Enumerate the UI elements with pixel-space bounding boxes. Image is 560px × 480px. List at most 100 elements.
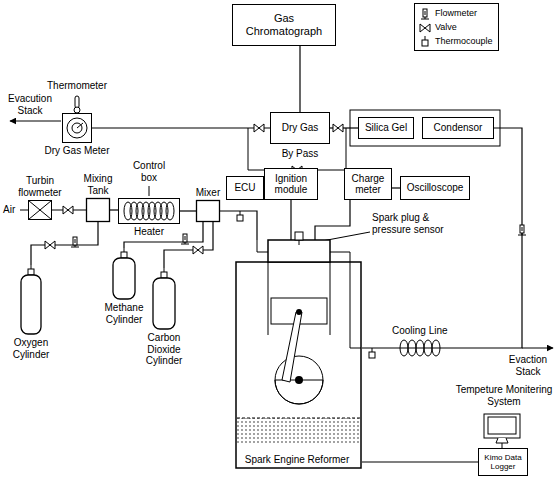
- heater-coil-box: Heater: [118, 198, 180, 224]
- monitor-stand: [496, 438, 508, 443]
- node-label: Ignition module: [268, 173, 314, 196]
- pipe-connector: [362, 128, 522, 348]
- cooling-coil: [416, 340, 424, 356]
- process-box: Ignition module: [264, 168, 318, 200]
- oil-sump: [237, 418, 360, 444]
- cylinder-body: [153, 278, 175, 329]
- mixing-tank: Mixing Tank: [86, 198, 110, 222]
- pipe-connector: [180, 210, 196, 211]
- legend-row: Flowmeter: [418, 6, 493, 20]
- node-label: Turbin flowmeter: [14, 175, 66, 198]
- meter-dial: [67, 118, 87, 138]
- gas-meter-outline: [62, 113, 92, 143]
- gas-cylinder-outline: [152, 268, 176, 330]
- engine-reformer: Spark Engine Reformer: [232, 240, 362, 470]
- turbine-flowmeter-outline: [28, 200, 52, 220]
- pipe-connector: [31, 222, 98, 265]
- process-box: Dry Gas: [270, 112, 330, 144]
- gas-cylinder: Oxygen Cylinder: [20, 265, 42, 335]
- meter-body: [63, 114, 92, 143]
- annotation-label: By Pass: [270, 148, 330, 160]
- annotation-label: Evaction Stack: [500, 354, 556, 377]
- thermocouple-symbol: [369, 348, 375, 358]
- cooling-coil: [400, 340, 408, 356]
- node-label: Carbon Dioxide Cylinder: [133, 332, 195, 367]
- process-box: Charge meter: [344, 168, 392, 200]
- engine-housing: [236, 262, 361, 468]
- valve-symbol: [193, 246, 203, 254]
- flowmeter-symbol: [181, 234, 189, 244]
- intake-pipe: [257, 240, 268, 252]
- cylinder-pipe: [31, 265, 32, 269]
- annotation-label: Air: [3, 204, 15, 216]
- pipe-connector: [315, 200, 350, 240]
- annotation-label: Thermometer: [45, 80, 109, 92]
- heater-coil-box-outline: [118, 198, 180, 224]
- valve-symbol: [254, 124, 264, 132]
- legend-text: Flowmeter: [435, 8, 477, 18]
- flowmeter-symbol: [518, 225, 526, 235]
- legend-symbol: [418, 22, 432, 34]
- exhaust-port: [350, 262, 361, 348]
- meter-dial-inner: [72, 123, 82, 133]
- node-label: Methane Cylinder: [99, 302, 149, 325]
- pipe-connector: [124, 222, 203, 248]
- gas-cylinder-outline: [20, 265, 42, 335]
- process-box: Gas Chromatograph: [232, 4, 336, 46]
- meter-needle: [77, 123, 83, 128]
- cylinder-valve: [161, 272, 167, 278]
- cooling-coil: [408, 340, 416, 356]
- annotation-label: Control box: [131, 160, 167, 183]
- legend-text: Thermocouple: [435, 36, 493, 46]
- cylinder-wall: [330, 262, 331, 335]
- leader-line: [149, 186, 150, 196]
- node-label: Dry Gas: [282, 122, 319, 134]
- node-label: Mixer: [196, 187, 220, 199]
- cylinder-body: [113, 258, 135, 299]
- exhaust-arrow: [10, 121, 61, 122]
- vessel-body: [197, 201, 220, 222]
- cylinder-valve: [121, 252, 127, 258]
- legend-symbol: [418, 36, 432, 48]
- valve-symbol: [45, 241, 55, 249]
- gas-cylinder-outline: [112, 248, 136, 300]
- turbine-flowmeter: Turbin flowmeter: [28, 200, 52, 220]
- air-inlet-line: [20, 210, 28, 211]
- annotation-label: Evacution Stack: [4, 93, 56, 116]
- legend-symbol: [422, 36, 428, 46]
- monitor-body: [484, 414, 520, 438]
- turbine-cross: [29, 201, 52, 220]
- connecting-rod: [282, 312, 302, 382]
- exhaust-pipe: [330, 252, 350, 262]
- spark-electrode: [299, 240, 300, 245]
- node-label: Mixing Tank: [78, 173, 118, 196]
- oil-level: [237, 418, 360, 419]
- cylinder-pipe: [124, 248, 125, 252]
- flowmeter-symbol: [71, 237, 79, 247]
- node-label: ECU: [234, 182, 255, 194]
- mixer-box-outline: [196, 200, 220, 222]
- node-label: Kimo Data Logger: [482, 453, 524, 471]
- valve-symbol: [63, 206, 73, 214]
- thermometer-symbol: [75, 96, 79, 108]
- vessel-body: [87, 199, 110, 222]
- gas-meter: Dry Gas Meter: [62, 113, 92, 143]
- exhaust-arrow: [522, 348, 553, 349]
- legend-box: FlowmeterValveThermocouple: [414, 3, 499, 51]
- engine-reformer-outline: [232, 240, 362, 470]
- cylinder-valve: [28, 269, 34, 275]
- crank-pin: [295, 376, 303, 384]
- pipe-connector: [220, 211, 257, 240]
- thermocouple-symbol: [237, 211, 243, 221]
- process-box: Condensor: [422, 117, 494, 139]
- legend-symbol: [420, 24, 430, 32]
- legend-symbol: [418, 8, 432, 20]
- cylinder-head: [268, 240, 330, 262]
- pipe-connector: [164, 222, 213, 268]
- node-label: Oscilloscope: [407, 182, 464, 194]
- node-label: Oxygen Cylinder: [6, 337, 56, 360]
- gas-cylinder: Methane Cylinder: [112, 248, 136, 300]
- cooling-coil: [424, 340, 432, 356]
- node-label: Spark Engine Reformer: [245, 454, 350, 466]
- node-label: Condensor: [434, 122, 483, 134]
